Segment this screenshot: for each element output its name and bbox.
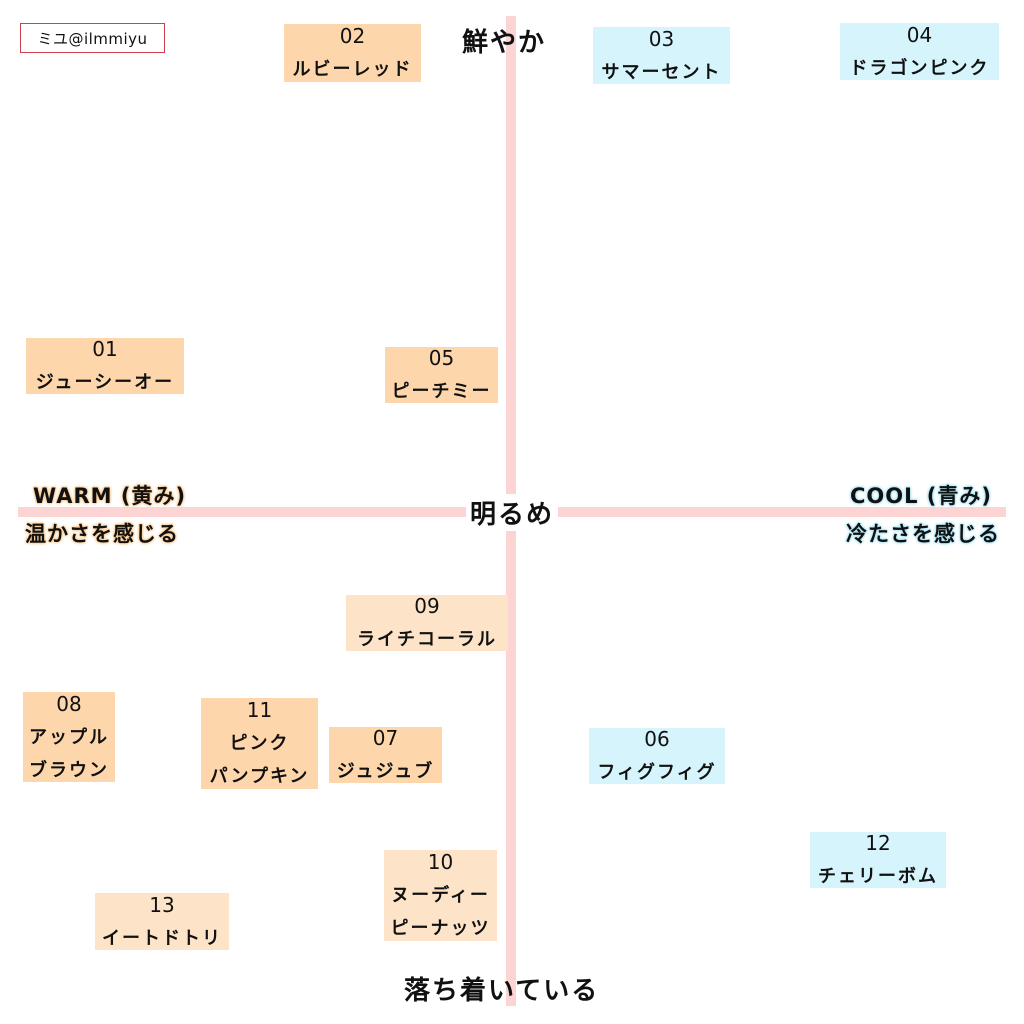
item-number: 12 xyxy=(865,831,891,855)
item-number: 08 xyxy=(56,691,82,716)
item-01: 01 ジューシーオー xyxy=(26,337,184,394)
item-name: ルビーレッド xyxy=(292,59,413,80)
item-name: ピーチミー xyxy=(391,381,492,402)
item-12: 12 チェリーボム xyxy=(810,831,946,888)
item-07: 07 ジュジュブ xyxy=(329,726,442,783)
item-06: 06 フィグフィグ xyxy=(589,727,725,784)
cool-subtitle: 冷たさを感じる xyxy=(846,522,1000,546)
item-number: 07 xyxy=(372,726,399,750)
warm-subtitle: 温かさを感じる xyxy=(25,522,179,546)
item-09: 09 ライチコーラル xyxy=(346,594,508,651)
item-name: チェリーボム xyxy=(818,866,938,887)
item-05: 05 ピーチミー xyxy=(385,346,498,403)
item-name: ライチコーラル xyxy=(357,629,497,650)
item-number: 10 xyxy=(427,850,454,874)
item-number: 04 xyxy=(906,22,933,47)
axis-label-top: 鮮やか xyxy=(462,28,547,58)
item-10: 10 ヌーディー ピーナッツ xyxy=(384,850,497,941)
item-number: 13 xyxy=(149,892,175,917)
item-name: ジュジュブ xyxy=(336,761,435,782)
item-number: 09 xyxy=(414,594,440,618)
item-number: 02 xyxy=(339,24,366,48)
item-number: 11 xyxy=(246,698,273,722)
warm-title: WARM (黄み) xyxy=(33,484,187,508)
item-name: ジューシーオー xyxy=(35,372,175,393)
item-08: 08 アップル ブラウン xyxy=(23,692,115,782)
item-11: 11 ピンク パンプキン xyxy=(201,698,318,789)
item-name: アップル xyxy=(29,726,109,748)
item-02: 02 ルビーレッド xyxy=(284,24,421,82)
item-name: サマーセント xyxy=(601,61,722,83)
item-name: ピーナッツ xyxy=(390,918,491,939)
axis-label-center: 明るめ xyxy=(466,494,559,531)
item-name: イートドトリ xyxy=(102,927,222,949)
item-13: 13 イートドトリ xyxy=(95,893,229,950)
item-name: ドラゴンピンク xyxy=(849,57,990,79)
item-name: パンプキン xyxy=(209,766,310,787)
item-number: 06 xyxy=(644,727,670,751)
item-name: ピンク xyxy=(229,733,290,754)
item-name: ブラウン xyxy=(29,759,109,781)
item-number: 03 xyxy=(648,26,675,51)
item-number: 01 xyxy=(92,337,118,361)
item-number: 05 xyxy=(428,346,455,370)
item-04: 04 ドラゴンピンク xyxy=(840,23,999,80)
credit-label: ミユ@ilmmiyu xyxy=(20,23,165,53)
axis-label-bottom: 落ち着いている xyxy=(404,976,600,1006)
item-name: フィグフィグ xyxy=(597,762,717,783)
item-name: ヌーディー xyxy=(391,885,490,906)
cool-title: COOL (青み) xyxy=(849,484,992,508)
item-03: 03 サマーセント xyxy=(593,27,730,84)
